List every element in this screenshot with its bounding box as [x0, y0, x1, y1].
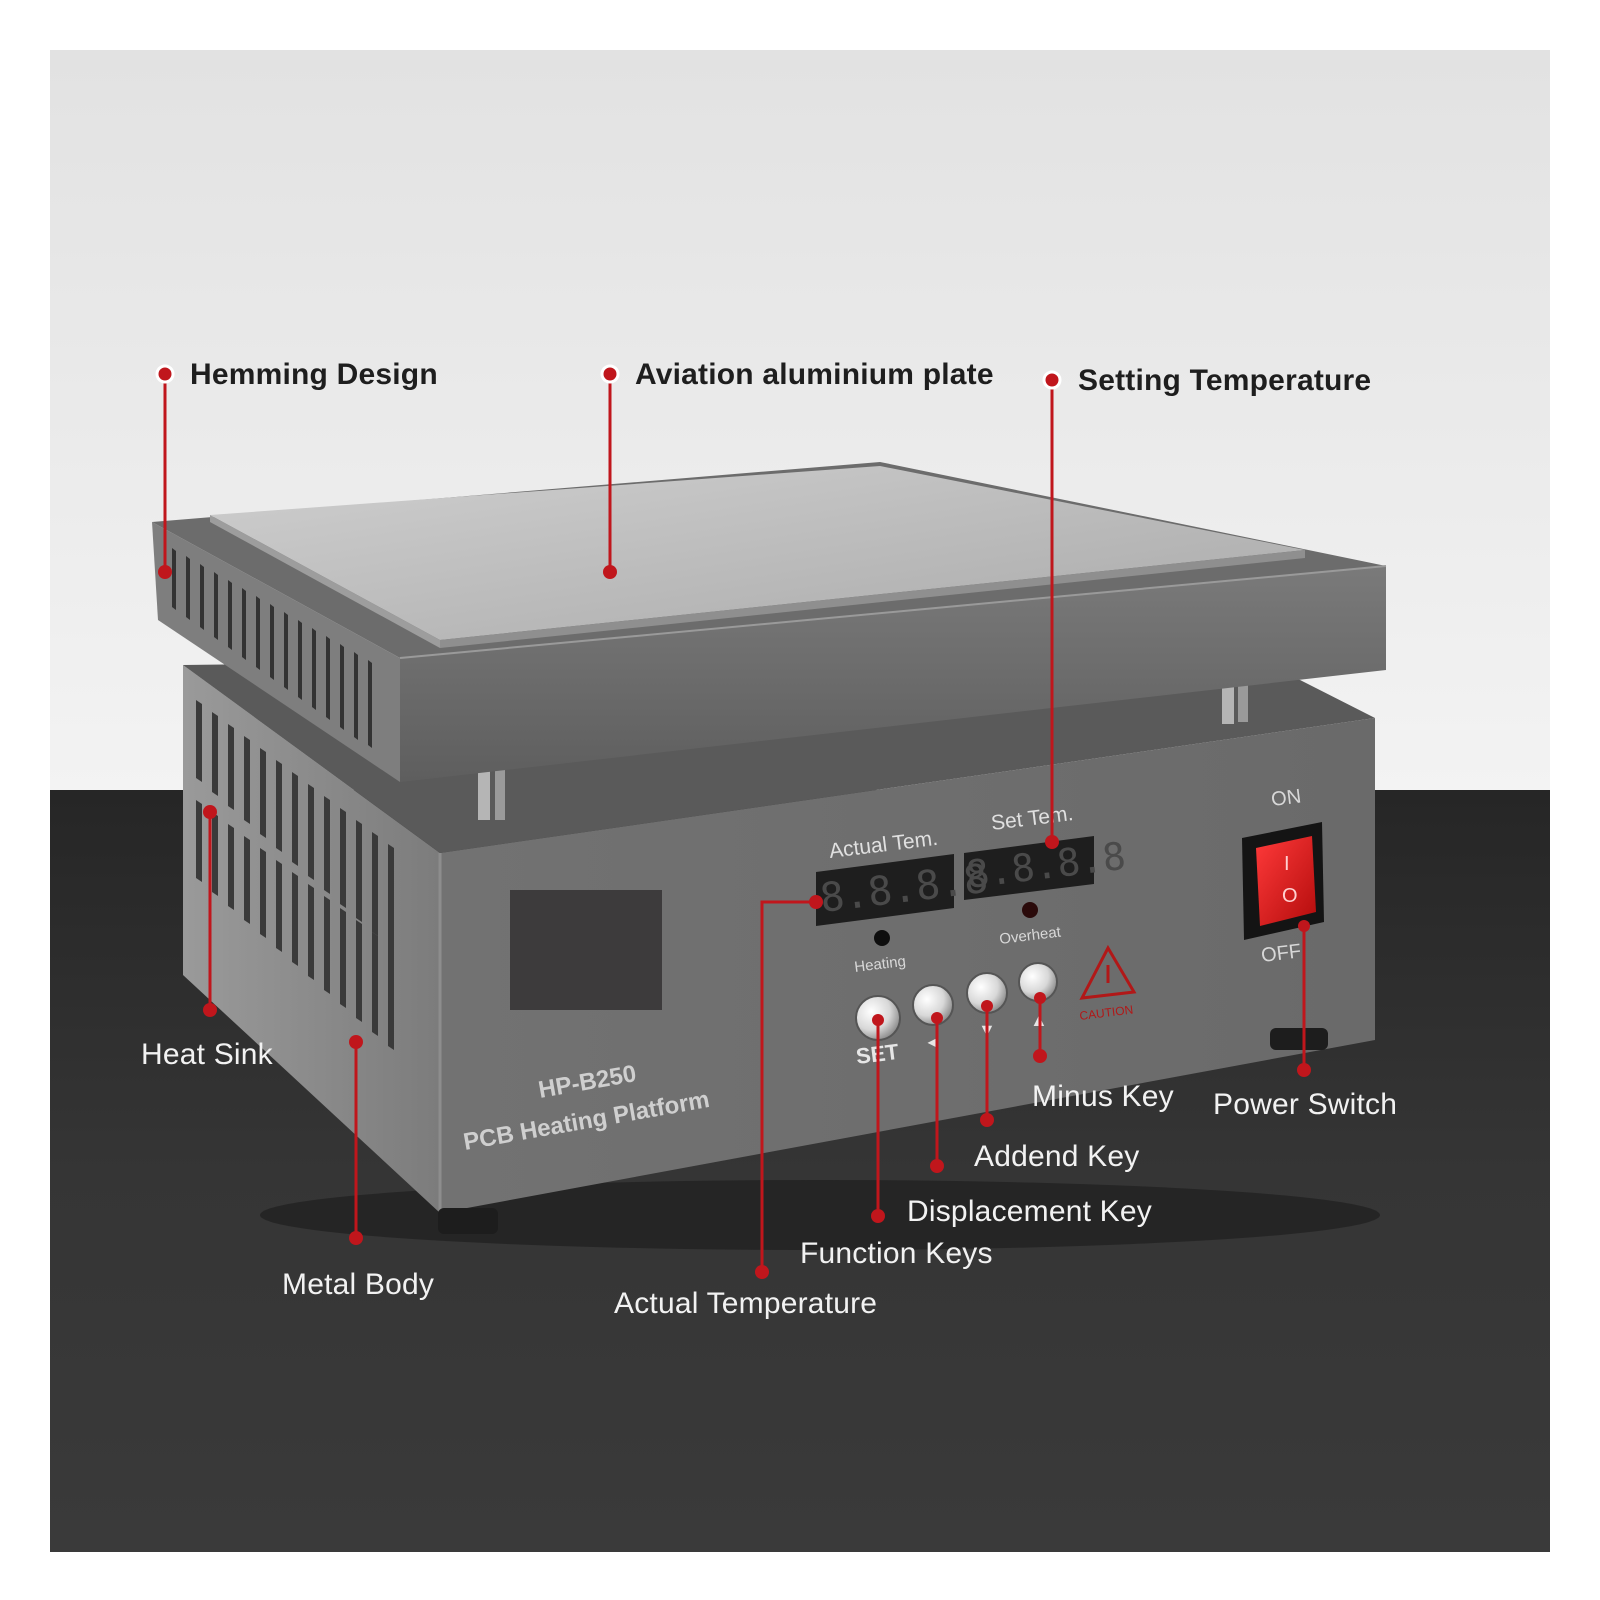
switch-off-label: OFF — [1260, 940, 1302, 967]
callout-hemming-design: Hemming Design — [190, 358, 438, 391]
heat-sink-vents — [196, 700, 394, 1050]
heating-led — [874, 930, 890, 946]
callout-heat-sink: Heat Sink — [141, 1038, 273, 1071]
metal-body-front — [440, 718, 1375, 1213]
function-key-buttons — [855, 962, 1058, 1041]
callout-aviation-plate: Aviation aluminium plate — [635, 358, 994, 391]
caution-label: CAUTION — [1079, 1003, 1134, 1023]
callout-power-switch: Power Switch — [1213, 1088, 1398, 1121]
label-plate — [510, 890, 662, 1010]
switch-o-mark: O — [1282, 885, 1298, 907]
switch-i-mark: I — [1284, 853, 1290, 875]
actual-temperature-display — [816, 854, 954, 926]
callout-actual-temperature: Actual Temperature — [614, 1287, 878, 1320]
callout-displacement-key: Displacement Key — [907, 1195, 1152, 1228]
overheat-led — [1022, 902, 1038, 918]
switch-on-label: ON — [1270, 785, 1302, 810]
set-temperature-display — [964, 836, 1094, 900]
callout-minus-key: Minus Key — [1032, 1080, 1174, 1113]
caution-triangle — [1079, 944, 1137, 1000]
callout-setting-temperature: Setting Temperature — [1078, 364, 1372, 397]
callout-function-keys: Function Keys — [800, 1237, 993, 1270]
callout-leaders — [155, 364, 1311, 1279]
aluminium-plate — [210, 466, 1305, 640]
heating-label: Heating — [853, 953, 906, 976]
left-key-label: ◄ — [924, 1032, 942, 1052]
callout-metal-body: Metal Body — [282, 1268, 435, 1301]
callout-addend-key: Addend Key — [974, 1140, 1140, 1173]
power-switch-rocker — [1256, 836, 1316, 926]
hemming-frame-front — [400, 566, 1386, 782]
